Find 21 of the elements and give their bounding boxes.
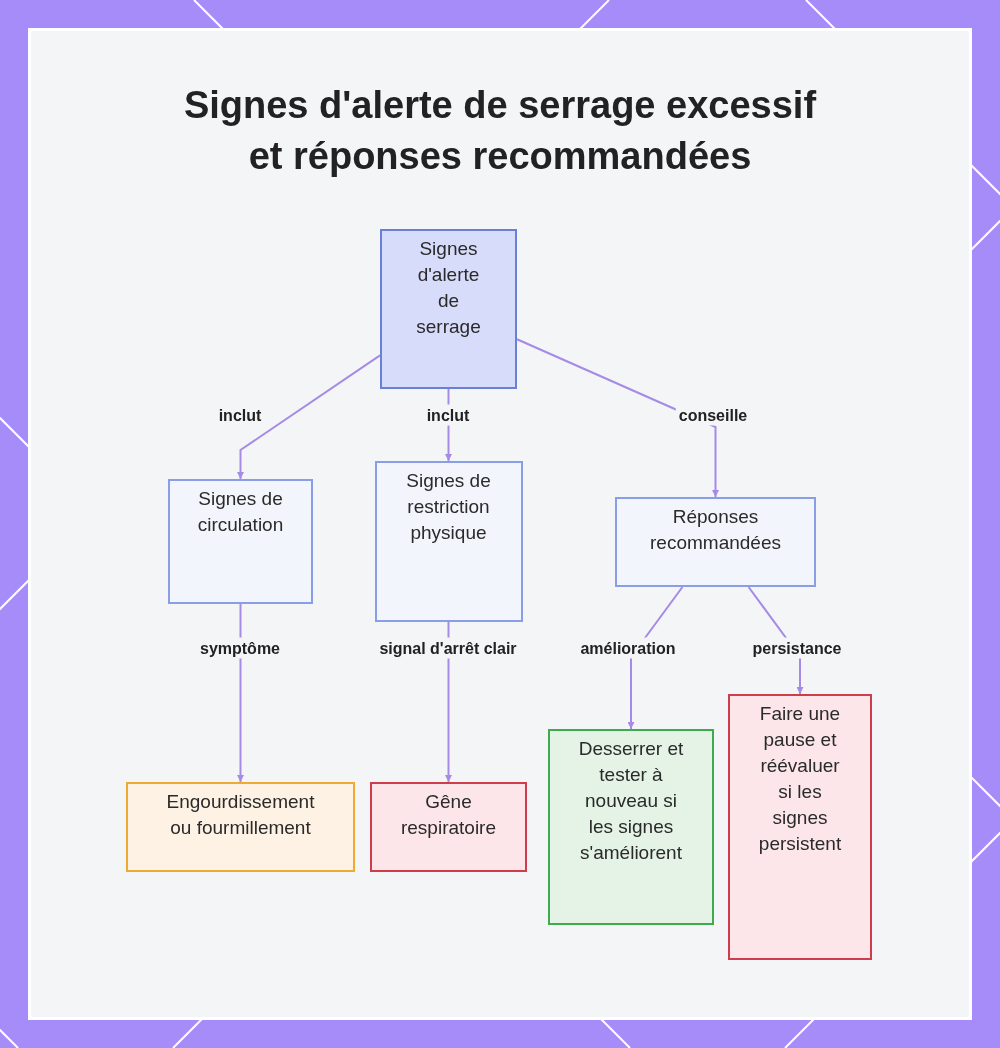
node-label: Engourdissement ou fourmillement bbox=[165, 790, 316, 840]
node-label: Signes de circulation bbox=[196, 487, 285, 537]
node-label: Desserrer et tester à nouveau si les signes s'améliorent bbox=[577, 737, 685, 865]
process-box bbox=[728, 694, 872, 960]
arrow bbox=[237, 354, 381, 480]
process-box bbox=[168, 479, 313, 604]
node-label: Gêne respiratoire bbox=[399, 790, 497, 840]
process-box bbox=[126, 782, 355, 872]
process-box bbox=[548, 729, 714, 925]
node-label: Réponses recommandées bbox=[649, 505, 782, 555]
arrow bbox=[237, 603, 244, 783]
process-box bbox=[380, 229, 517, 389]
node-label: Signes d'alerte de serrage bbox=[415, 237, 482, 339]
process-box bbox=[374, 461, 523, 622]
diagram-title: Signes d'alerte de serrage excessif et réponses recommandées bbox=[182, 83, 818, 179]
arrow bbox=[445, 621, 452, 783]
edge-label: symptôme bbox=[197, 637, 283, 659]
process-box bbox=[370, 782, 527, 872]
process-box bbox=[615, 497, 816, 587]
node-label: Signes de restriction physique bbox=[405, 469, 492, 545]
node-label: Faire une pause et réévaluer si les signes persistent bbox=[757, 702, 843, 856]
